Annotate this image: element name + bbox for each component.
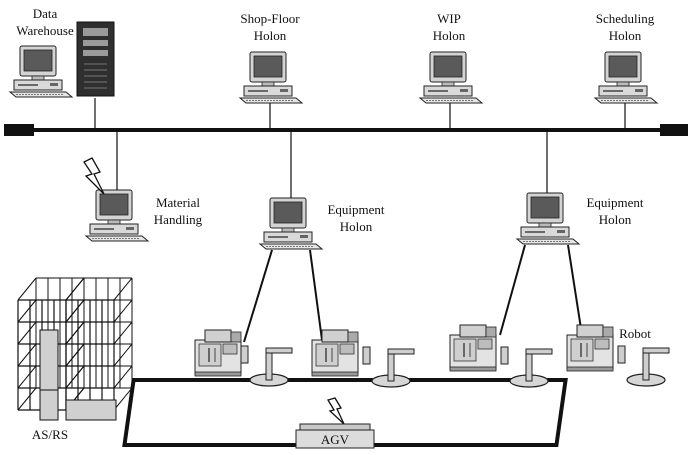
- machine-tool-icon: [449, 324, 497, 372]
- shop-floor-label-line1: Shop-Floor: [240, 11, 300, 26]
- agv-label: AGV: [320, 432, 350, 447]
- data-warehouse-label: Data Warehouse: [4, 5, 86, 39]
- machine-tool-icon: [194, 329, 242, 377]
- scheduling-label-line1: Scheduling: [595, 11, 655, 26]
- material-label-line2: Handling: [153, 212, 203, 227]
- backbone-terminator-left: [4, 124, 34, 136]
- shop-floor-holon-label: Shop-Floor Holon: [225, 10, 315, 44]
- asrs-label: AS/RS: [31, 427, 69, 442]
- data-warehouse-computer-icon: [9, 45, 73, 98]
- material-handling-label: Material Handling: [140, 194, 216, 228]
- scheduling-holon-computer-icon: [594, 51, 658, 104]
- robot-label: Robot: [619, 326, 651, 341]
- wip-label-line1: WIP: [437, 11, 461, 26]
- data-warehouse-label-line2: Warehouse: [16, 23, 74, 38]
- equipment-right-label-line2: Holon: [598, 212, 632, 227]
- equipment-holon-left-label: Equipment Holon: [315, 201, 397, 235]
- equipment-holon-right-computer-icon: [516, 192, 580, 245]
- material-handling-computer-icon: [85, 189, 149, 242]
- asrs-rack-icon: [17, 277, 133, 421]
- scheduling-label-line2: Holon: [608, 28, 642, 43]
- shop-floor-label-line2: Holon: [253, 28, 287, 43]
- equipment-right-label-line1: Equipment: [586, 195, 644, 210]
- wip-label-line2: Holon: [432, 28, 466, 43]
- equipment-left-label-line2: Holon: [339, 219, 373, 234]
- agv-icon: [295, 423, 375, 449]
- equipment-holon-right-label: Equipment Holon: [574, 194, 656, 228]
- tower-server-icon: [76, 21, 115, 97]
- backbone-terminator-right: [660, 124, 688, 136]
- equipment-holon-left-computer-icon: [259, 197, 323, 250]
- wireless-lightning-icon: [83, 157, 105, 195]
- equipment-left-label-line1: Equipment: [327, 202, 385, 217]
- machine-tool-icon: [566, 324, 614, 372]
- shop-floor-holon-computer-icon: [239, 51, 303, 104]
- scheduling-holon-label: Scheduling Holon: [580, 10, 670, 44]
- material-label-line1: Material: [155, 195, 201, 210]
- machine-tool-icon: [311, 329, 359, 377]
- robot-arm-icon: [617, 345, 670, 387]
- data-warehouse-label-line1: Data: [32, 6, 58, 21]
- agv-lightning-icon: [327, 397, 345, 425]
- wip-holon-computer-icon: [419, 51, 483, 104]
- wip-holon-label: WIP Holon: [412, 10, 486, 44]
